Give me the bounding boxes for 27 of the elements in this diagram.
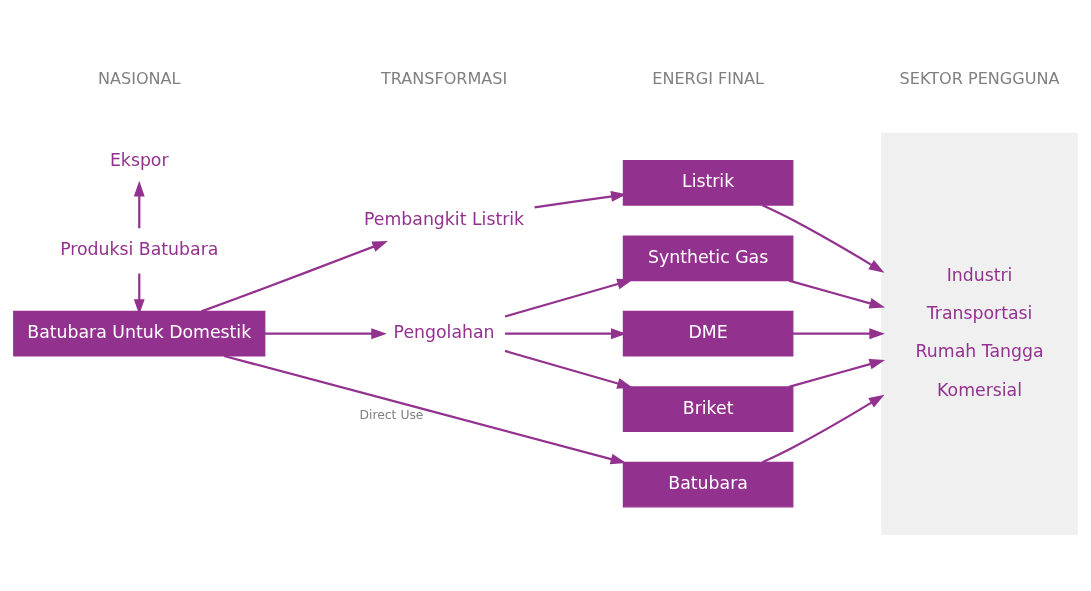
arrow (264, 327, 387, 339)
node-text: Pembangkit Listrik (364, 208, 525, 229)
node-box: DME (622, 310, 794, 357)
arrow (788, 279, 886, 309)
arrow (788, 358, 886, 388)
node-box: Synthetic Gas (622, 234, 794, 281)
arrow (223, 354, 627, 464)
edge-label: Direct Use (359, 407, 424, 422)
node-box: Batubara (622, 461, 794, 507)
node-box: Batubara Untuk Domestik (13, 310, 266, 357)
label: ENERGI FINAL (652, 68, 764, 88)
arrow (761, 203, 885, 273)
node-box: Listrik (622, 159, 794, 206)
node-text: Ekspor (109, 149, 169, 170)
node-box: Industri Transportasi Rumah Tangga Komersial (881, 132, 1078, 535)
arrow (133, 180, 145, 228)
node-text: Produksi Batubara (60, 238, 219, 259)
label: NASIONAL (97, 68, 181, 88)
label: TRANSFORMASI (380, 68, 508, 88)
arrow (504, 349, 633, 389)
node-box: Briket (622, 385, 794, 432)
arrow (201, 240, 388, 312)
label: SEKTOR PENGGUNA (899, 68, 1060, 88)
arrow (793, 327, 885, 339)
arrow (504, 278, 633, 318)
node-text: Pengolahan (393, 321, 495, 342)
arrow (761, 394, 885, 463)
